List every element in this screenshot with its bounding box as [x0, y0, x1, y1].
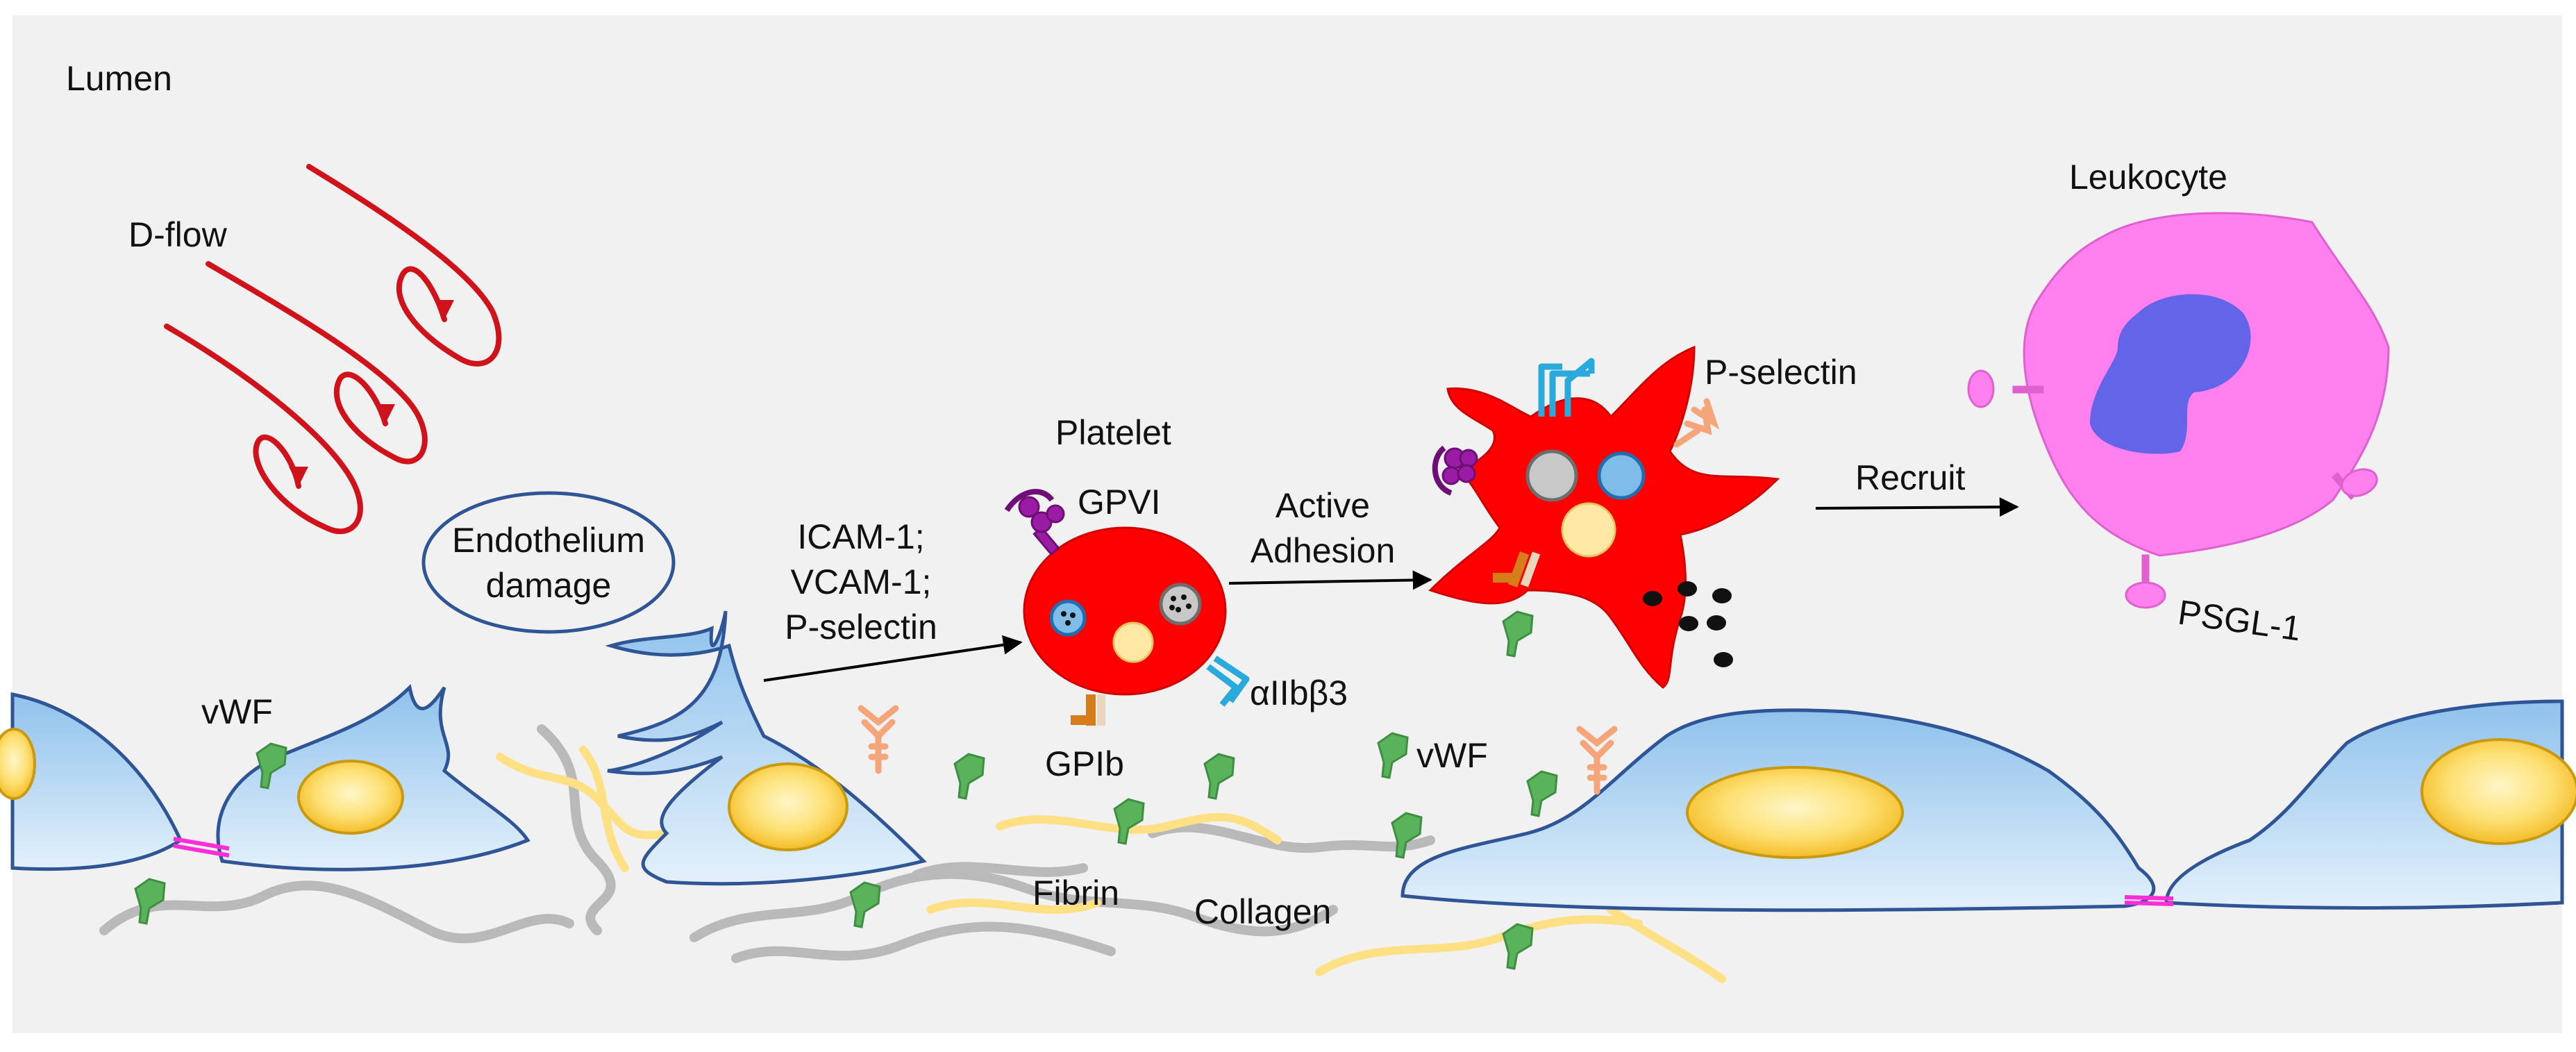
activated-gpvi-receptor	[1432, 445, 1478, 496]
gpib-receptor	[1071, 694, 1105, 726]
label-dflow: D-flow	[128, 215, 228, 254]
endothelium-damage-ellipse	[421, 491, 676, 634]
leukocyte-nucleus	[2090, 294, 2251, 454]
label-adhesion: Adhesion	[1251, 531, 1396, 570]
p-selectin-molecules	[858, 705, 1618, 795]
label-fibrin: Fibrin	[1032, 874, 1119, 912]
nucleus	[297, 760, 404, 835]
label-vwf-left: vWF	[201, 692, 273, 731]
label-gpib: GPIb	[1045, 744, 1124, 783]
label-damage: damage	[486, 566, 612, 605]
vwf-molecules	[134, 610, 1558, 970]
label-vcam: VCAM-1;	[791, 562, 932, 601]
aiib3-integrin	[1206, 656, 1250, 707]
leukocyte-cell	[2023, 212, 2390, 557]
nucleus	[728, 762, 848, 851]
activated-integrin	[1538, 358, 1595, 417]
nucleus	[2420, 738, 2576, 845]
activated-gpib	[1493, 551, 1541, 587]
cell-junctions	[173, 837, 2174, 906]
label-aiib3: αIIbβ3	[1250, 674, 1348, 712]
fibrin-strands	[99, 724, 1435, 963]
nucleus	[0, 728, 36, 800]
alpha-granule	[1561, 502, 1616, 558]
granule	[1597, 451, 1646, 500]
label-active: Active	[1276, 486, 1370, 525]
label-icam: ICAM-1;	[797, 517, 924, 556]
d-flow-arrows	[164, 164, 502, 535]
arrow-recruit	[1815, 497, 2019, 517]
endothelial-cell-left	[216, 683, 530, 871]
endothelial-cell-damaged	[605, 610, 927, 886]
psgl1-receptors	[1967, 369, 2378, 609]
d-flow-arrowheads	[289, 300, 454, 486]
platelet-activated	[1428, 345, 1780, 689]
arrow-active-adhesion	[1228, 570, 1432, 590]
released-granules	[1643, 581, 1733, 667]
endothelial-cell-right-large	[1400, 708, 2156, 912]
label-vwf-right: vWF	[1416, 736, 1488, 775]
dense-granule	[1159, 583, 1202, 626]
label-leukocyte: Leukocyte	[2069, 158, 2227, 197]
nucleus	[1686, 766, 1904, 859]
label-pselectin-right: P-selectin	[1705, 353, 1857, 392]
granule	[1049, 599, 1087, 637]
gpvi-receptor	[1004, 489, 1065, 556]
granule	[1525, 449, 1578, 502]
label-recruit: Recruit	[1855, 458, 1965, 497]
activated-p-selectin	[1673, 398, 1720, 448]
label-pselectin-left: P-selectin	[785, 608, 937, 646]
endothelial-cell-far-right	[2164, 699, 2576, 910]
platelet-resting	[1023, 526, 1227, 696]
alpha-granule	[1112, 621, 1154, 663]
label-platelet: Platelet	[1055, 413, 1171, 452]
label-endothelium: Endothelium	[452, 521, 645, 560]
label-gpvi: GPVI	[1078, 483, 1160, 521]
label-lumen: Lumen	[66, 59, 172, 98]
arrow-to-platelet	[763, 635, 1023, 682]
label-collagen: Collagen	[1194, 892, 1331, 931]
